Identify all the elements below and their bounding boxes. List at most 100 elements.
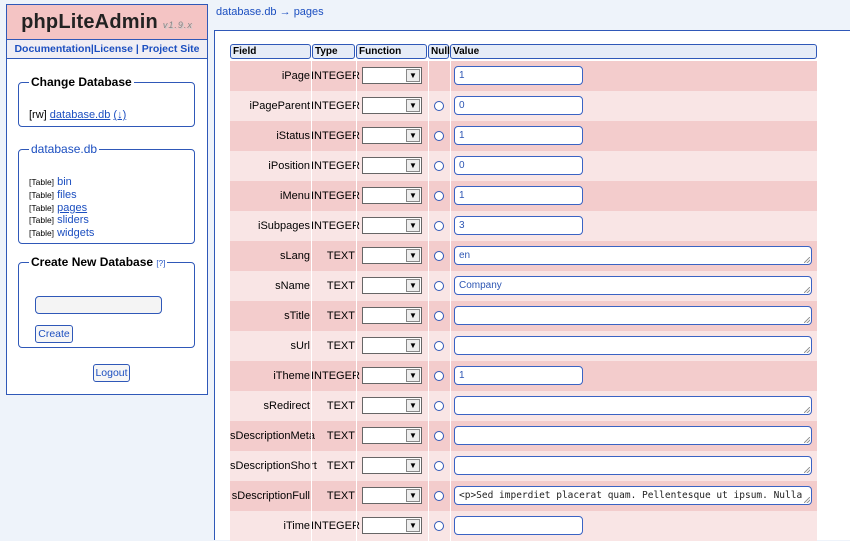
- table-link-sliders[interactable]: sliders: [57, 214, 89, 227]
- null-checkbox[interactable]: [434, 521, 444, 531]
- value-input[interactable]: 0: [454, 96, 583, 115]
- table-tag: [Table]: [29, 215, 55, 226]
- app-logo[interactable]: phpLiteAdmin v1.9.x: [7, 5, 207, 40]
- column-separator: [428, 61, 429, 91]
- logout-button[interactable]: Logout: [93, 364, 130, 382]
- function-select[interactable]: ▼: [362, 67, 422, 84]
- field-type: TEXT: [326, 280, 355, 292]
- null-checkbox[interactable]: [434, 161, 444, 171]
- value-input[interactable]: 1: [454, 186, 583, 205]
- breadcrumb-database-link[interactable]: database.db: [216, 6, 277, 18]
- column-separator: [428, 421, 429, 451]
- chevron-down-icon: ▼: [406, 459, 420, 472]
- null-checkbox[interactable]: [434, 431, 444, 441]
- function-select[interactable]: ▼: [362, 427, 422, 444]
- function-select[interactable]: ▼: [362, 157, 422, 174]
- chevron-down-icon: ▼: [406, 69, 420, 82]
- project-site-link[interactable]: Project Site: [141, 43, 200, 55]
- function-select[interactable]: ▼: [362, 307, 422, 324]
- function-select[interactable]: ▼: [362, 397, 422, 414]
- function-select[interactable]: ▼: [362, 517, 422, 534]
- null-checkbox[interactable]: [434, 101, 444, 111]
- null-checkbox[interactable]: [434, 491, 444, 501]
- column-separator: [311, 91, 312, 121]
- field-type: INTEGER: [311, 130, 360, 142]
- table-link-pages[interactable]: pages: [57, 201, 88, 214]
- function-select[interactable]: ▼: [362, 457, 422, 474]
- value-input[interactable]: 1: [454, 366, 583, 385]
- table-link-bin[interactable]: bin: [57, 176, 72, 188]
- field-name: iStatus: [276, 130, 310, 142]
- function-select[interactable]: ▼: [362, 367, 422, 384]
- null-checkbox[interactable]: [434, 221, 444, 231]
- column-separator: [450, 181, 451, 211]
- null-checkbox[interactable]: [434, 461, 444, 471]
- value-input[interactable]: 0: [454, 156, 583, 175]
- create-database-help-link[interactable]: [?]: [156, 259, 166, 268]
- value-textarea[interactable]: [454, 426, 812, 445]
- null-checkbox[interactable]: [434, 371, 444, 381]
- breadcrumb-table-link[interactable]: pages: [293, 6, 324, 18]
- column-separator: [356, 301, 357, 331]
- header-null: Null: [428, 44, 450, 59]
- field-name: iPageParent: [249, 100, 310, 112]
- field-type: TEXT: [326, 490, 355, 502]
- null-checkbox[interactable]: [434, 131, 444, 141]
- create-database-legend: Create New Database [?]: [31, 255, 166, 269]
- column-separator: [450, 451, 451, 481]
- function-select[interactable]: ▼: [362, 217, 422, 234]
- column-separator: [428, 241, 429, 271]
- field-name: sUrl: [290, 340, 310, 352]
- download-database-link[interactable]: (↓): [113, 109, 127, 121]
- value-textarea[interactable]: [454, 336, 812, 355]
- function-select[interactable]: ▼: [362, 97, 422, 114]
- null-checkbox[interactable]: [434, 311, 444, 321]
- value-input[interactable]: 1: [454, 66, 583, 85]
- value-input[interactable]: 1: [454, 126, 583, 145]
- value-input[interactable]: 3: [454, 216, 583, 235]
- field-type: INTEGER: [311, 160, 360, 172]
- column-separator: [311, 271, 312, 301]
- function-select[interactable]: ▼: [362, 487, 422, 504]
- breadcrumb: database.db → pages: [216, 6, 324, 18]
- null-checkbox[interactable]: [434, 191, 444, 201]
- value-textarea[interactable]: <p>Sed imperdiet placerat quam. Pellente…: [454, 486, 812, 505]
- function-select[interactable]: ▼: [362, 277, 422, 294]
- database-link[interactable]: database.db: [49, 109, 111, 121]
- chevron-down-icon: ▼: [406, 369, 420, 382]
- null-checkbox[interactable]: [434, 281, 444, 291]
- table-tag: [Table]: [29, 228, 55, 239]
- field-name: iPage: [281, 70, 310, 82]
- function-select[interactable]: ▼: [362, 187, 422, 204]
- table-item-files: [Table] files: [29, 189, 94, 202]
- documentation-link[interactable]: Documentation: [14, 43, 91, 55]
- field-name: sDescriptionFull: [231, 490, 310, 502]
- null-checkbox[interactable]: [434, 341, 444, 351]
- value-textarea[interactable]: [454, 306, 812, 325]
- value-textarea[interactable]: Company: [454, 276, 812, 295]
- null-checkbox[interactable]: [434, 251, 444, 261]
- value-textarea[interactable]: en: [454, 246, 812, 265]
- table-link-files[interactable]: files: [57, 188, 77, 201]
- column-separator: [311, 451, 312, 481]
- function-select[interactable]: ▼: [362, 127, 422, 144]
- create-database-button[interactable]: Create: [35, 325, 73, 343]
- new-database-name-input[interactable]: [35, 296, 162, 314]
- breadcrumb-arrow: →: [279, 6, 291, 18]
- license-link[interactable]: License: [93, 43, 133, 55]
- table-item-widgets: [Table] widgets: [29, 227, 94, 240]
- field-name: sLang: [280, 250, 310, 262]
- create-database-box: Create New Database [?] Create: [18, 255, 195, 348]
- value-textarea[interactable]: [454, 456, 812, 475]
- value-textarea[interactable]: [454, 396, 812, 415]
- header-value: Value: [450, 44, 817, 59]
- null-checkbox[interactable]: [434, 401, 444, 411]
- value-input[interactable]: [454, 516, 583, 535]
- function-select[interactable]: ▼: [362, 337, 422, 354]
- function-select[interactable]: ▼: [362, 247, 422, 264]
- table-link-widgets[interactable]: widgets: [57, 227, 95, 240]
